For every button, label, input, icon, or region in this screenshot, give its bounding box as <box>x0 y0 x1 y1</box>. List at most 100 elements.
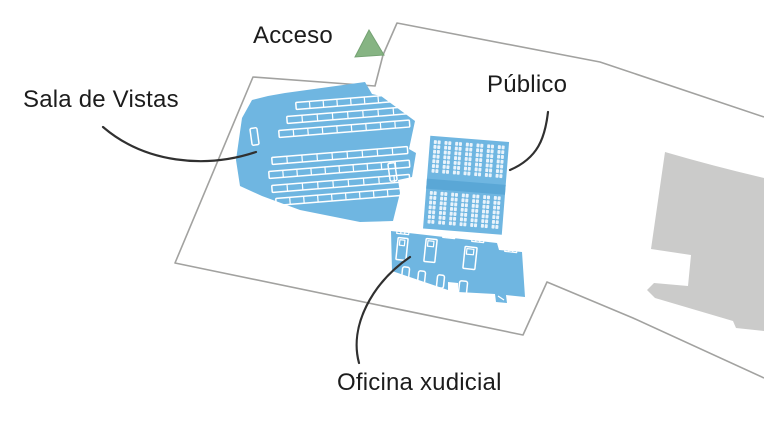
publico-seat <box>474 218 478 223</box>
oficina-small-desk <box>416 270 427 285</box>
publico-seat <box>460 207 464 212</box>
publico-seat <box>431 219 435 224</box>
sala-right-door <box>387 162 398 182</box>
publico-seat <box>443 196 448 201</box>
publico-seat <box>442 164 446 169</box>
publico-seat <box>499 169 503 174</box>
acceso-label: Acceso <box>253 22 333 49</box>
publico-seats <box>427 140 505 229</box>
publico-seat <box>492 210 496 215</box>
publico-seat <box>495 169 500 174</box>
publico-seat <box>449 216 453 221</box>
oficina-door-tab <box>504 244 518 254</box>
publico-seat <box>429 195 433 200</box>
publico-seat <box>477 172 482 177</box>
publico-seat <box>486 200 490 205</box>
publico-seat <box>497 201 501 206</box>
publico-seat <box>431 168 435 173</box>
publico-seat <box>436 159 440 164</box>
publico-seat <box>481 214 485 219</box>
publico-seat <box>486 153 490 158</box>
publico-seat <box>439 206 443 211</box>
publico-seat <box>431 215 435 220</box>
publico-seat <box>472 199 476 204</box>
publico-seat <box>486 205 490 209</box>
publico-seat <box>497 196 501 201</box>
publico-seat <box>474 213 478 218</box>
publico-seat <box>482 199 486 204</box>
publico-seat <box>465 147 469 152</box>
publico-seat <box>429 190 433 195</box>
publico-seat <box>465 142 469 147</box>
publico-seat <box>500 159 504 164</box>
publico-seat <box>480 143 484 148</box>
publico-seat <box>469 147 473 152</box>
publico-seat <box>464 212 468 217</box>
publico-seat <box>467 171 471 176</box>
publico-seat <box>486 195 491 200</box>
publico-seat <box>433 140 437 145</box>
publico-seat <box>493 205 497 210</box>
oficina-desk <box>462 245 478 271</box>
publico-seat <box>475 157 479 162</box>
publico-seat <box>496 205 500 210</box>
publico-seat <box>453 212 457 217</box>
oficina-door-tab <box>471 234 485 244</box>
publico-seat <box>438 215 442 220</box>
publico-seat <box>479 153 483 158</box>
oficina-small-desk <box>457 280 469 296</box>
publico-seat <box>443 155 447 160</box>
publico-seat <box>493 196 497 200</box>
publico-seat <box>488 168 493 173</box>
publico-seat <box>449 207 454 211</box>
publico-seat <box>457 156 461 161</box>
publico-label: Público <box>487 71 568 98</box>
publico-seat <box>474 167 478 172</box>
publico-seat <box>486 149 490 154</box>
publico-seat <box>452 216 457 221</box>
publico-seat <box>475 208 479 213</box>
publico-seat <box>468 152 472 157</box>
publico-seat <box>429 200 433 205</box>
publico-seat <box>491 219 496 224</box>
publico-seat <box>483 195 487 200</box>
publico-seat <box>428 210 432 215</box>
publico-seat <box>428 205 432 210</box>
publico-seat <box>461 198 465 203</box>
publico-seat <box>443 150 447 155</box>
publico-seat <box>475 153 479 157</box>
publico-seat <box>474 172 478 177</box>
publico-seat <box>488 173 492 178</box>
publico-seat <box>490 154 494 159</box>
publico-seat <box>474 162 479 167</box>
desk-row <box>278 119 411 139</box>
publico-seat <box>460 212 464 217</box>
publico-seat <box>435 169 439 174</box>
publico-seat <box>449 211 453 216</box>
publico-aisle <box>426 178 506 195</box>
publico-seat <box>441 220 446 225</box>
publico-seat <box>484 224 488 229</box>
publico-seat <box>427 219 431 224</box>
publico-seat <box>440 191 444 196</box>
publico-seat <box>432 205 436 210</box>
publico-seat <box>452 221 456 226</box>
publico-seat <box>476 194 480 199</box>
publico-seat <box>443 206 447 211</box>
sala-leader-line <box>101 125 258 163</box>
publico-seat <box>485 209 489 214</box>
publico-seat <box>489 158 493 163</box>
publico-seat <box>436 150 440 154</box>
publico-seat <box>484 219 489 224</box>
publico-seat <box>492 215 496 220</box>
publico-seat <box>458 142 463 147</box>
publico-seat <box>501 145 505 150</box>
publico-seat <box>485 168 489 173</box>
publico-seat <box>467 166 471 171</box>
publico-seat <box>490 149 494 154</box>
publico-seat <box>479 158 483 163</box>
oficina-desk <box>395 236 409 262</box>
publico-seat <box>432 210 436 215</box>
publico-seat <box>489 163 493 168</box>
publico-seat <box>452 170 457 175</box>
